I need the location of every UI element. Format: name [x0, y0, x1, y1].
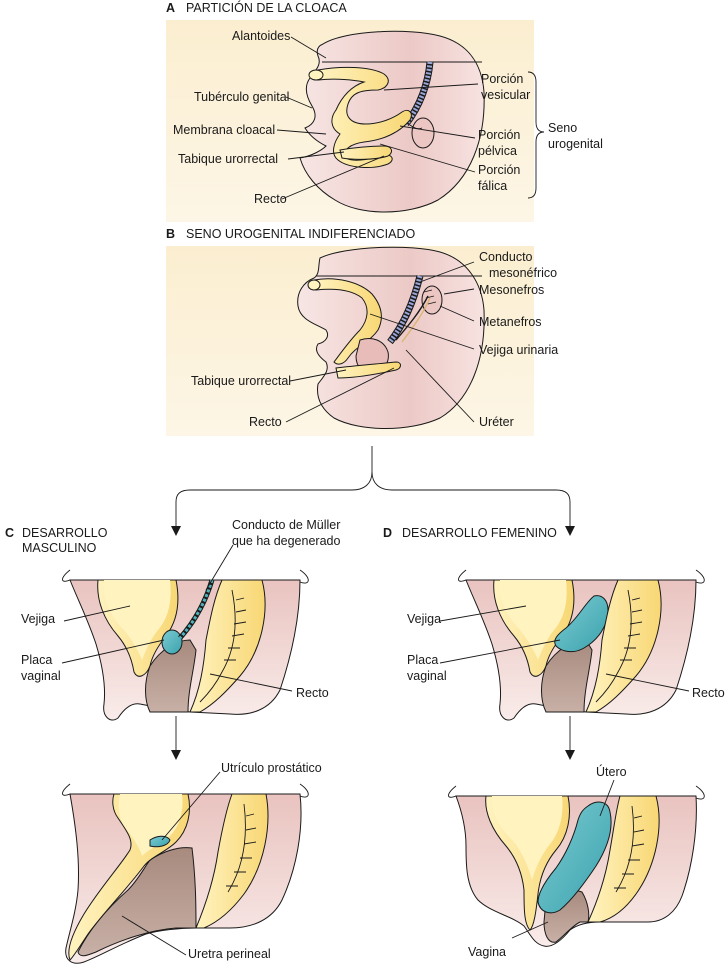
label-muller-1: Conducto de Müller — [232, 518, 340, 532]
panel-d-leader-utero — [599, 779, 615, 817]
panel-c-leader-vejiga — [63, 605, 131, 622]
label-porcion-falica-1: Porción — [478, 163, 520, 177]
label-seno-1: Seno — [548, 121, 577, 135]
label-porcion-vesicular-2: vesicular — [481, 88, 530, 102]
label-placa-c-2: vaginal — [21, 669, 61, 683]
panel-c-leader-muller — [205, 544, 234, 591]
label-conducto-1: Conducto — [479, 250, 533, 264]
panel-b: B SENO UROGENITAL INDIFERENCIADO Conduct… — [166, 227, 558, 436]
panel-b-mesonephric-duct — [387, 275, 424, 345]
panel-d: D DESARROLLO FEMENINO Vejiga Placa vagin… — [383, 526, 725, 959]
panel-c-leader-recto — [209, 673, 293, 692]
panel-b-title: SENO UROGENITAL INDIFERENCIADO — [186, 227, 415, 241]
panel-a-metanephros — [411, 117, 435, 149]
label-recto-d: Recto — [692, 686, 725, 700]
label-vagina: Vagina — [468, 945, 506, 959]
panel-d-leader-recto — [605, 673, 690, 692]
label-placa-c-1: Placa — [21, 653, 52, 667]
panel-c-lower-brown — [77, 847, 197, 957]
panel-d-lower-rectum — [587, 795, 660, 923]
panel-d-vaginal-plate — [554, 595, 609, 653]
panel-a-leader-tuberculo — [285, 96, 313, 109]
panel-a-brace — [527, 71, 545, 199]
label-uretra-perineal: Uretra perineal — [188, 947, 271, 961]
label-vejiga-c: Vejiga — [21, 612, 55, 626]
panel-b-rectum — [335, 361, 401, 379]
label-porcion-falica-2: fálica — [478, 179, 507, 193]
panel-a-leader-alantoides — [290, 36, 327, 59]
panel-c-leader-utriculo — [161, 771, 221, 841]
panel-b-leader-recto — [285, 367, 395, 423]
label-utero: Útero — [596, 764, 627, 779]
panel-d-leader-vagina — [511, 921, 549, 939]
panel-c-leader-placa — [61, 639, 165, 664]
label-muller-2: que ha degenerado — [232, 534, 340, 548]
label-recto-a: Recto — [254, 192, 287, 206]
panel-b-allantois-tip — [307, 279, 321, 291]
label-tuberculo-genital: Tubérculo genital — [194, 90, 289, 104]
label-porcion-vesicular-1: Porción — [481, 72, 523, 86]
label-placa-d-2: vaginal — [407, 669, 447, 683]
panel-b-leader-tabique — [289, 369, 347, 382]
panel-a-letter: A — [166, 1, 175, 15]
panel-a-leader-membrana — [276, 129, 327, 135]
panel-c-letter: C — [5, 526, 14, 540]
panel-d-upper-rectum — [585, 579, 662, 713]
panel-a-leader-pelvica — [399, 125, 476, 139]
panel-d-uterus — [537, 801, 612, 914]
panel-d-title: DESARROLLO FEMENINO — [402, 526, 557, 540]
panel-c-upper-rectum — [189, 579, 266, 713]
panel-a-leader-falica — [379, 143, 476, 173]
panel-b-ureter — [395, 295, 429, 341]
panel-b-leader-vejiga — [369, 313, 475, 350]
panel-a-title: PARTICIÓN DE LA CLOACA — [186, 0, 347, 15]
panel-c-title-1: DESARROLLO — [22, 526, 108, 540]
panel-a: A PARTICIÓN DE LA CLOACA Alantoides Tubé… — [166, 0, 603, 222]
label-alantoides: Alantoides — [232, 29, 290, 43]
label-porcion-pelvica-1: Porción — [478, 128, 520, 142]
panel-c-lower-rectum — [195, 793, 269, 929]
panel-d-leader-vejiga — [439, 605, 527, 622]
panel-a-allantois-tip — [308, 69, 324, 81]
label-membrana-cloacal: Membrana cloacal — [173, 123, 275, 137]
panel-c-utricle — [149, 835, 171, 848]
panel-c-title-2: MASCULINO — [22, 541, 97, 555]
panel-b-leader-metanefros — [439, 305, 475, 322]
label-porcion-pelvica-2: pélvica — [478, 144, 517, 158]
panel-a-leader-tabique — [287, 151, 345, 160]
panel-a-urogenital-sinus — [317, 66, 412, 168]
label-recto-c: Recto — [296, 686, 329, 700]
panel-a-rectum — [339, 145, 392, 160]
label-tabique-urorrectal-b: Tabique urorrectal — [191, 374, 291, 388]
panel-c-leader-uretra — [121, 915, 187, 956]
label-metanefros: Metanefros — [479, 315, 542, 329]
panel-a-leader-vesicular — [383, 83, 479, 91]
panel-b-letter: B — [166, 227, 175, 241]
label-utriculo: Utrículo prostático — [221, 761, 322, 775]
panel-b-leader-conducto — [419, 261, 475, 283]
label-seno-2: urogenital — [548, 137, 603, 151]
panel-c-vaginal-plate — [161, 629, 183, 655]
panel-a-leader-recto — [281, 155, 385, 200]
label-tabique-urorrectal-a: Tabique urorrectal — [178, 152, 278, 166]
label-vejiga-d: Vejiga — [407, 612, 441, 626]
panel-b-mesonephros — [421, 285, 443, 315]
panel-d-leader-placa — [439, 639, 561, 664]
panel-b-leader-mesonefros — [443, 288, 475, 295]
label-conducto-2: mesonéfrico — [489, 266, 557, 280]
branch-arrows — [171, 446, 575, 760]
label-recto-b: Recto — [249, 415, 282, 429]
panel-b-leader-ureter — [405, 349, 475, 423]
label-mesonefros: Mesonefros — [479, 283, 544, 297]
panel-d-letter: D — [383, 526, 392, 540]
label-placa-d-1: Placa — [407, 653, 438, 667]
label-vejiga-urinaria: Vejiga urinaria — [479, 343, 558, 357]
label-ureter: Uréter — [479, 415, 514, 429]
panel-c: C DESARROLLO MASCULINO Conducto de Mülle… — [5, 518, 340, 964]
